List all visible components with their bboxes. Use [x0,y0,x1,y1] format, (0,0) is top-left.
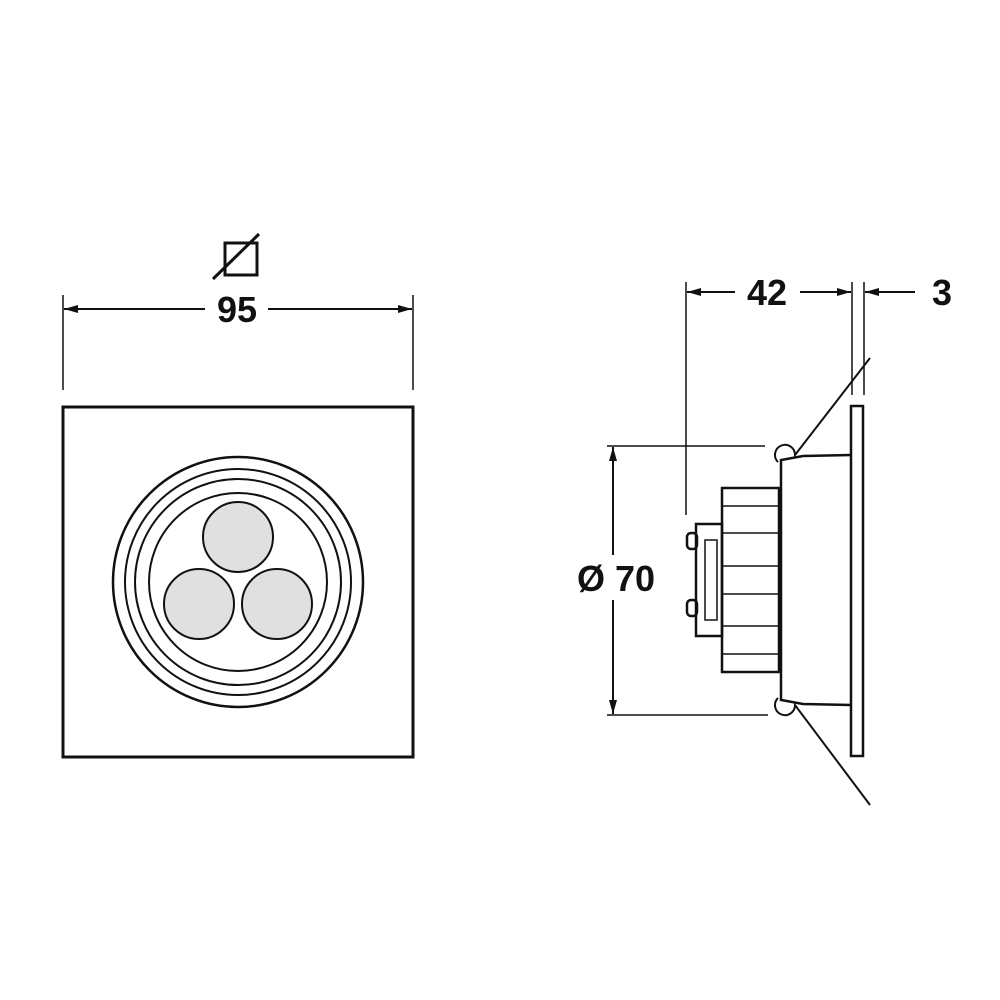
connector-terminal [704,539,718,621]
front-view: 95 [61,232,415,759]
outer-ring [111,455,365,709]
led-bottom-right [241,568,313,640]
diameter-dimension-label: Ø 70 [577,558,655,599]
spring-clip-bottom [774,697,871,806]
inner-ring [134,478,342,686]
screw-terminal-top [685,531,699,551]
width-dimension-label: 95 [217,289,257,330]
depth-dimension-label: 42 [747,272,787,313]
side-view: 42 3 Ø 70 [577,272,952,806]
trim-plate [61,405,415,759]
housing-body [779,453,852,707]
spring-clip-top [774,357,871,463]
driver-connector [694,522,724,638]
flange [849,404,865,758]
heat-sink-fins [723,505,778,655]
lens-ring [148,492,328,672]
flange-dimension-label: 3 [932,272,952,313]
led-bottom-left [163,568,235,640]
middle-ring [124,468,352,696]
led-top [202,501,274,573]
screw-terminal-bottom [685,598,699,618]
square-diameter-icon [211,232,261,281]
heat-sink [720,486,781,674]
